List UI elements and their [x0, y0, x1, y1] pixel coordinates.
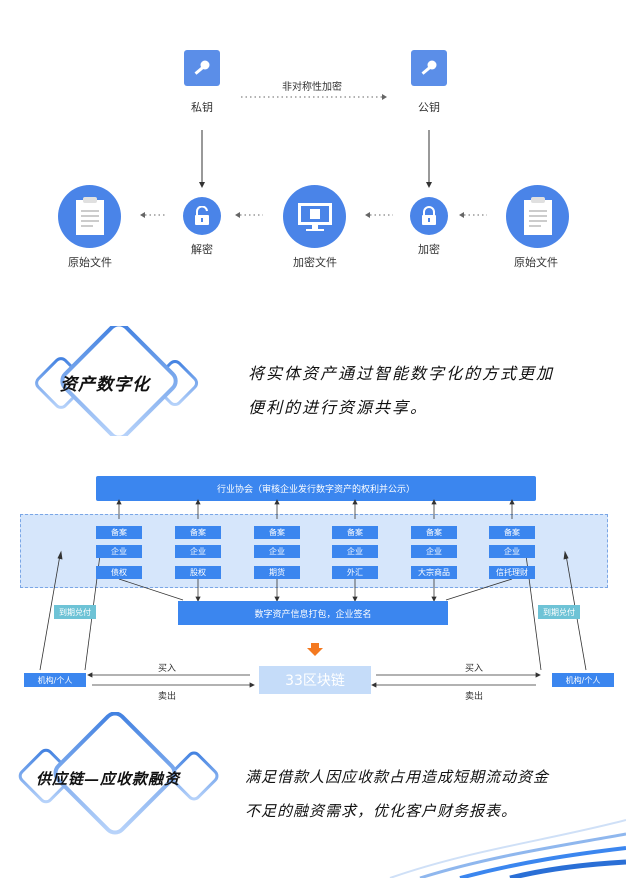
section2-description: 满足借款人因应收款占用造成短期流动资金 不足的融资需求，优化客户财务报表。	[245, 760, 549, 828]
section1-desc-line: 将实体资产通过智能数字化的方式更加	[248, 364, 555, 383]
document-icon-right	[506, 185, 569, 248]
asset-cell: 股权	[175, 566, 221, 579]
encrypted-file-label: 加密文件	[293, 256, 337, 269]
section2-badge-title: 供应链—应收款融资	[36, 770, 181, 788]
filing-cell: 备案	[332, 526, 378, 539]
encryption-connectors	[140, 94, 487, 218]
encrypted-monitor-icon	[283, 185, 346, 248]
filing-cell: 备案	[411, 526, 457, 539]
blockchain-box: 33区块链	[259, 666, 371, 694]
encrypt-label: 加密	[418, 243, 440, 256]
original-file-left-label: 原始文件	[68, 256, 112, 269]
right-redeem-tag: 到期兑付	[538, 605, 580, 619]
asset-cell: 大宗商品	[411, 566, 457, 579]
filing-cell: 备案	[96, 526, 142, 539]
public-key-label: 公钥	[418, 101, 440, 114]
company-cell: 企业	[411, 545, 457, 558]
decorative-waves	[389, 819, 626, 878]
left-actor: 机构/个人	[24, 673, 86, 687]
section1-badge-title: 资产数字化	[60, 375, 150, 395]
filing-cell: 备案	[489, 526, 535, 539]
private-key-label: 私钥	[191, 101, 213, 114]
package-sign-bar: 数字资产信息打包，企业签名	[178, 601, 448, 625]
buy-left-label: 买入	[158, 664, 177, 674]
document-icon-left	[58, 185, 121, 248]
asset-cell: 信托理财	[489, 566, 535, 579]
section1-description: 将实体资产通过智能数字化的方式更加 便利的进行资源共享。	[248, 357, 554, 425]
right-actor: 机构/个人	[552, 673, 614, 687]
section2-badge-graphic	[18, 712, 219, 835]
buy-right-label: 买入	[465, 664, 484, 674]
sell-left-label: 卖出	[158, 692, 177, 702]
industry-association-bar: 行业协会（审核企业发行数字资产的权利并公示）	[96, 476, 536, 501]
filing-cell: 备案	[254, 526, 300, 539]
section1-desc-line: 便利的进行资源共享。	[248, 398, 429, 417]
section2-desc-line: 满足借款人因应收款占用造成短期流动资金	[245, 768, 550, 786]
company-cell: 企业	[175, 545, 221, 558]
section2-desc-line: 不足的融资需求，优化客户财务报表。	[245, 802, 518, 820]
asset-cell: 期货	[254, 566, 300, 579]
company-cell: 企业	[96, 545, 142, 558]
filing-cell: 备案	[175, 526, 221, 539]
left-redeem-tag: 到期兑付	[54, 605, 96, 619]
asset-cell: 债权	[96, 566, 142, 579]
unlock-icon	[183, 197, 221, 235]
company-cell: 企业	[489, 545, 535, 558]
public-key-icon	[411, 50, 447, 86]
company-cell: 企业	[332, 545, 378, 558]
original-file-right-label: 原始文件	[514, 256, 558, 269]
asset-diagram-connectors	[39, 499, 587, 688]
private-key-icon	[184, 50, 220, 86]
section1-badge-graphic	[35, 326, 199, 436]
decrypt-label: 解密	[191, 243, 213, 256]
asset-cell: 外汇	[332, 566, 378, 579]
company-cell: 企业	[254, 545, 300, 558]
lock-icon	[410, 197, 448, 235]
asymmetric-label: 非对称性加密	[282, 82, 342, 93]
sell-right-label: 卖出	[465, 692, 484, 702]
